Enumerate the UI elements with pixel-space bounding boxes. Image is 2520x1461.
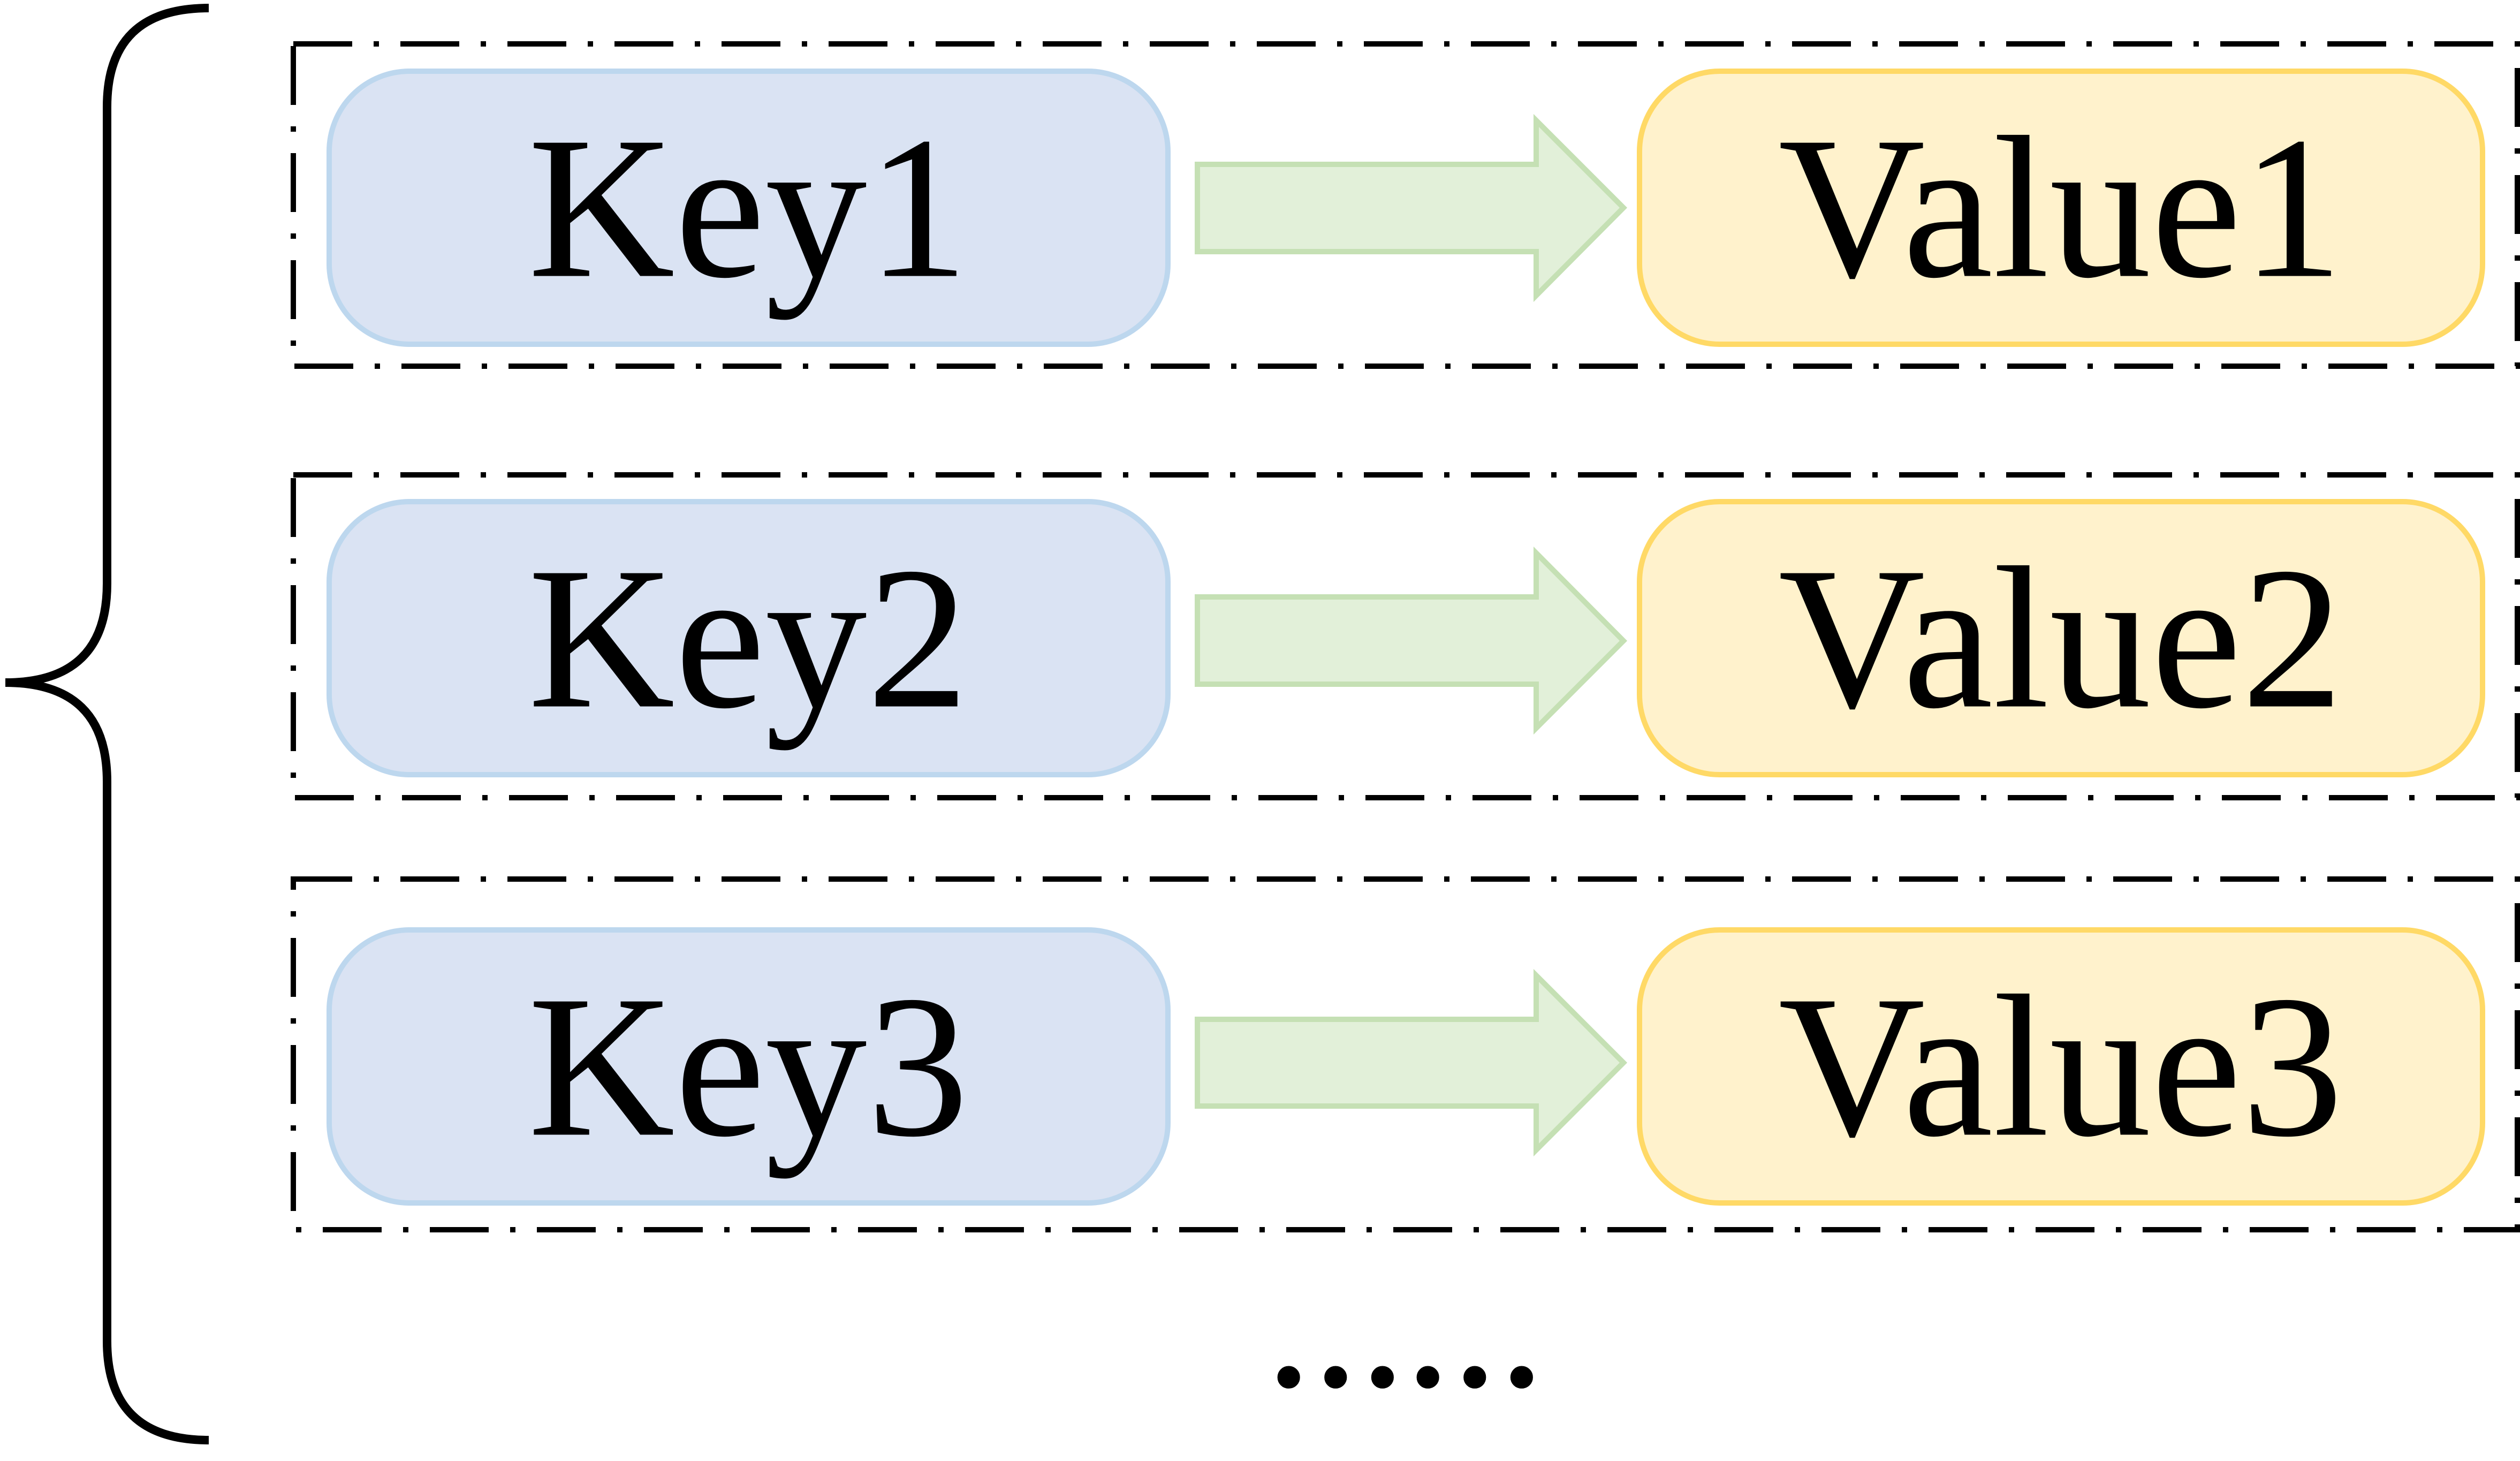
value-label-2: Value2 (1778, 526, 2343, 751)
key-label-1: Key1 (528, 95, 968, 321)
pair-row-3: Key3 Value3 (291, 876, 2520, 1232)
pair-row-1: Key1 Value1 (291, 41, 2520, 369)
arrow-1 (1195, 113, 1628, 302)
key-label-3: Key3 (528, 954, 968, 1179)
pair-group-border-2 (291, 472, 2520, 800)
grouping-brace (5, 4, 209, 1444)
key-box-2 (327, 499, 1171, 777)
pair-row-2: Key2 Value2 (291, 472, 2520, 800)
ellipsis-continuation: …… (1266, 1263, 1544, 1417)
value-box-3 (1637, 927, 2485, 1206)
value-label-3: Value3 (1778, 954, 2343, 1179)
key-label-2: Key2 (528, 526, 968, 751)
key-box-1 (327, 69, 1171, 347)
value-box-1 (1637, 69, 2485, 347)
pair-group-border-3 (291, 876, 2520, 1232)
value-box-2 (1637, 499, 2485, 777)
pair-group-border-1 (291, 41, 2520, 369)
value-label-1: Value1 (1778, 95, 2343, 321)
key-box-3 (327, 927, 1171, 1206)
arrow-2 (1195, 546, 1628, 735)
arrow-3 (1195, 968, 1628, 1157)
